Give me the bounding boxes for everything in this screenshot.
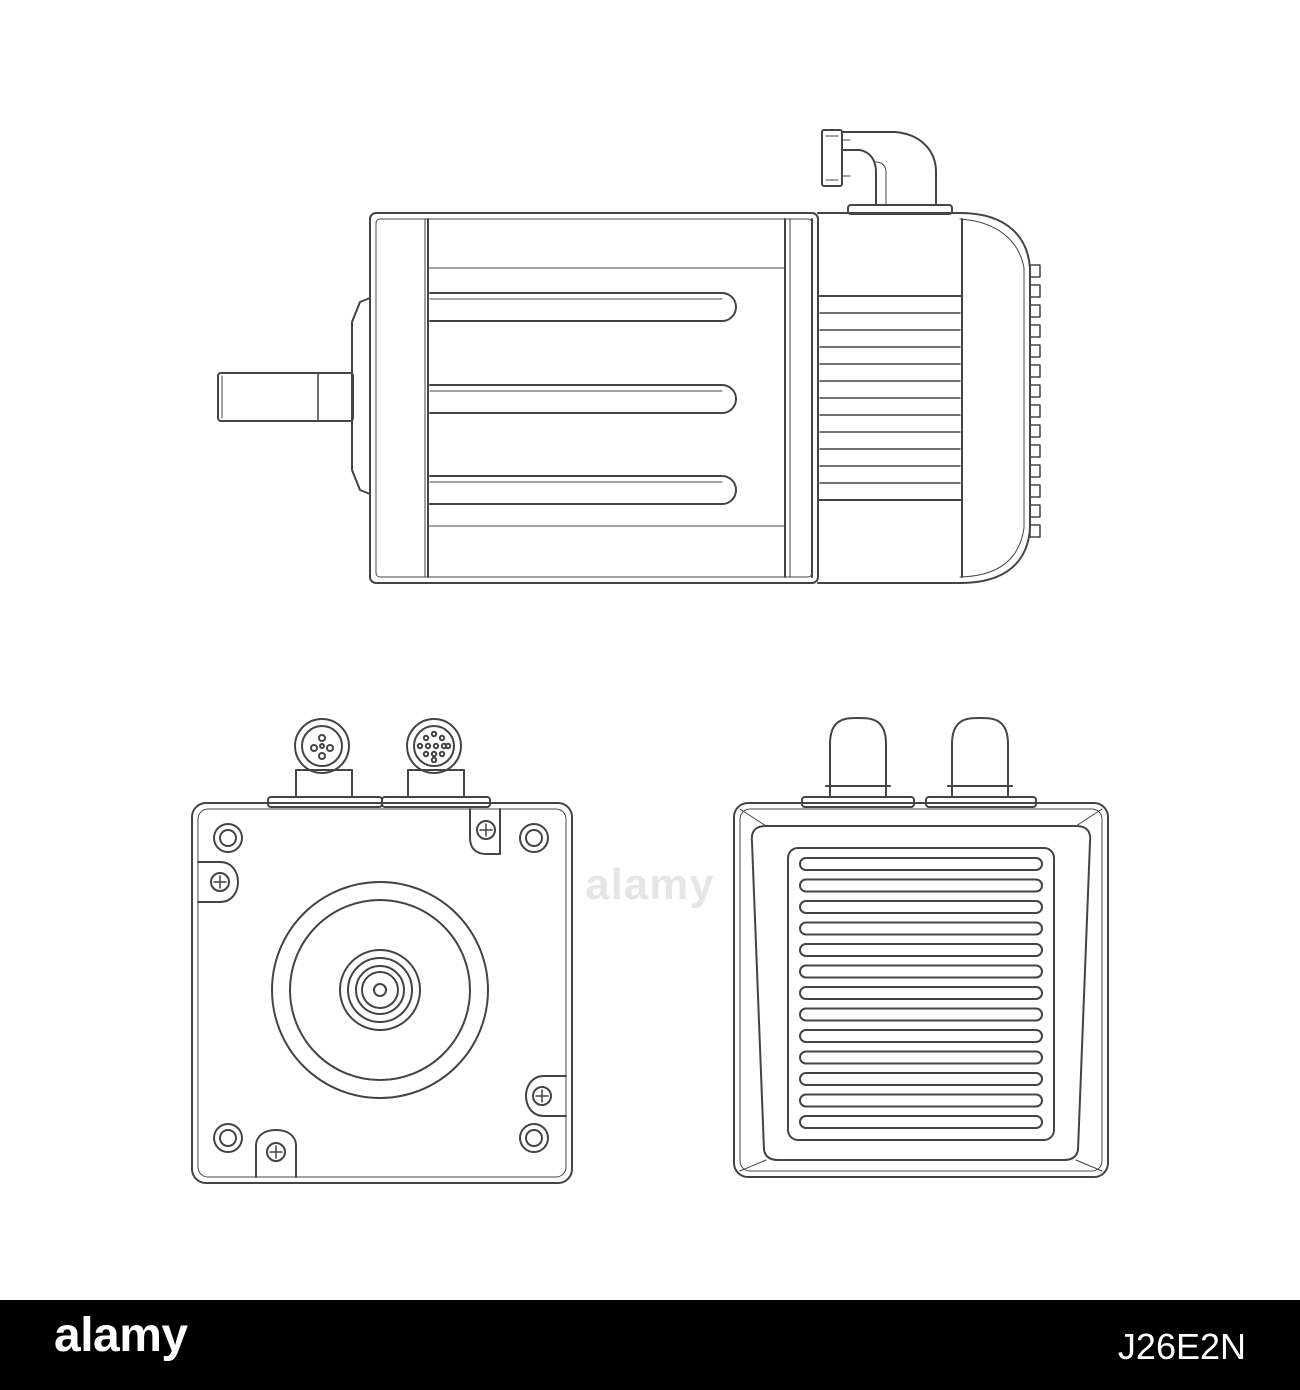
rear-cover: [817, 212, 1031, 584]
cap-ridge: [1029, 264, 1041, 278]
cooling-slot: [799, 1050, 1043, 1065]
cooling-slot: [799, 878, 1043, 893]
screw-tabs: [197, 808, 567, 1178]
footer-logo: alamy: [54, 1309, 188, 1362]
housing-groove-bottom: [429, 475, 737, 505]
cap-ridge: [1029, 444, 1041, 458]
connector-pin: [422, 750, 430, 758]
connector-pin: [430, 750, 438, 758]
connector-pin: [432, 742, 440, 750]
connector-pin: [430, 730, 438, 738]
connector-pin: [424, 742, 432, 750]
rear-connector-right: [925, 717, 1037, 808]
rear-connector-left: [801, 717, 915, 808]
cooling-slot: [799, 986, 1043, 1000]
drawing-area: [191, 129, 1109, 1184]
cooling-slot: [799, 943, 1043, 957]
cooling-slot: [799, 1029, 1043, 1043]
connector-pin: [438, 750, 446, 758]
connector-right: [381, 718, 491, 808]
motor-front-view: [191, 718, 573, 1184]
cap-ridge: [1029, 384, 1041, 398]
motor-side-view: [217, 129, 1041, 584]
connector-pin: [430, 756, 438, 764]
motor-technical-drawing: [191, 129, 1109, 1184]
cap-ridge: [1029, 464, 1041, 478]
connector-pin: [416, 742, 424, 750]
cap-ridge: [1029, 404, 1041, 418]
mounting-holes: [213, 823, 549, 1153]
rear-bevel-panel: [750, 825, 1092, 1161]
cooling-slot: [799, 964, 1043, 979]
cooling-slot: [799, 1007, 1043, 1022]
front-square-flange: [191, 802, 573, 1184]
cap-ridge: [1029, 324, 1041, 338]
cap-ridge: [1029, 484, 1041, 498]
cap-ridge: [1029, 304, 1041, 318]
connector-pin: [444, 742, 452, 750]
rear-cooling-slots: [799, 857, 1043, 1129]
cooling-slot: [799, 1093, 1043, 1108]
cap-ridge: [1029, 504, 1041, 518]
cooling-slot: [799, 857, 1043, 871]
motor-rear-view: [733, 717, 1109, 1178]
footer-image-id: J26E2N: [1117, 1326, 1246, 1367]
connector-left: [267, 718, 383, 808]
cooling-slot: [799, 1072, 1043, 1086]
motor-shaft: [217, 372, 354, 422]
front-face-circle: [271, 881, 489, 1099]
cooling-slot: [799, 900, 1043, 914]
front-flange: [351, 297, 371, 495]
cap-ridge: [1029, 344, 1041, 358]
cap-ridge: [1029, 364, 1041, 378]
elbow-connector: [821, 129, 953, 215]
rear-square-cover: [733, 802, 1109, 1178]
footer-bar: alamy J26E2N: [0, 1300, 1300, 1390]
cooling-slot: [799, 1115, 1043, 1129]
housing-groove-middle: [429, 384, 737, 414]
cap-ridge: [1029, 284, 1041, 298]
housing-groove-top: [429, 292, 737, 322]
cap-ridge: [1029, 524, 1041, 538]
rear-fin-block: [817, 295, 963, 501]
cooling-slot: [799, 921, 1043, 936]
connector-pin: [422, 734, 430, 742]
connector-pin: [438, 734, 446, 742]
cap-ridge: [1029, 424, 1041, 438]
bearing-hub: [339, 949, 421, 1031]
